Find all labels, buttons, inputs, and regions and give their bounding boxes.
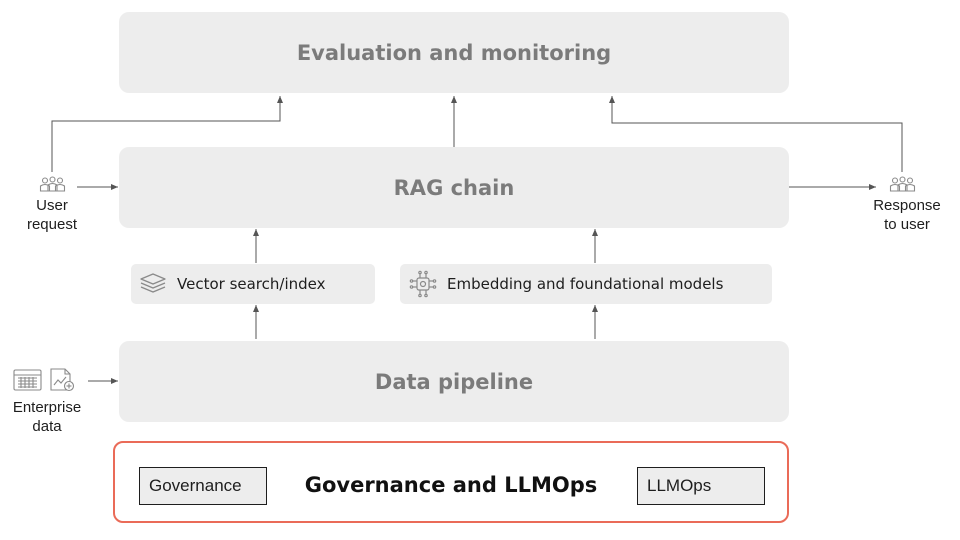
rag-chain-title: RAG chain [393, 175, 515, 200]
embedding-label: Embedding and foundational models [447, 275, 724, 293]
evaluation-monitoring-box: Evaluation and monitoring [119, 12, 789, 93]
vector-search-box: Vector search/index [131, 264, 375, 304]
user-request-label: User request [26, 197, 78, 233]
neural-chip-icon [409, 270, 437, 298]
rag-chain-box: RAG chain [119, 147, 789, 228]
table-icon [13, 369, 42, 391]
evaluation-monitoring-title: Evaluation and monitoring [296, 40, 612, 65]
response-to-user-label: Response to user [873, 197, 941, 233]
governance-llmops-title: Governance and LLMOps [304, 473, 598, 497]
chart-document-icon [50, 368, 75, 392]
llmops-tag: LLMOps [637, 467, 765, 505]
governance-tag: Governance [139, 467, 267, 505]
users-icon [889, 176, 916, 192]
enterprise-data-label: Enterprise data [12, 399, 82, 435]
users-icon [39, 176, 66, 192]
data-pipeline-title: Data pipeline [374, 369, 534, 394]
layers-icon [140, 273, 166, 293]
vector-search-label: Vector search/index [177, 275, 326, 293]
embedding-box: Embedding and foundational models [400, 264, 772, 304]
governance-llmops-box: Governance Governance and LLMOps LLMOps [113, 441, 789, 523]
data-pipeline-box: Data pipeline [119, 341, 789, 422]
arrow-user-to-evaluation [51, 96, 283, 172]
arrow-response-to-evaluation [609, 96, 903, 172]
